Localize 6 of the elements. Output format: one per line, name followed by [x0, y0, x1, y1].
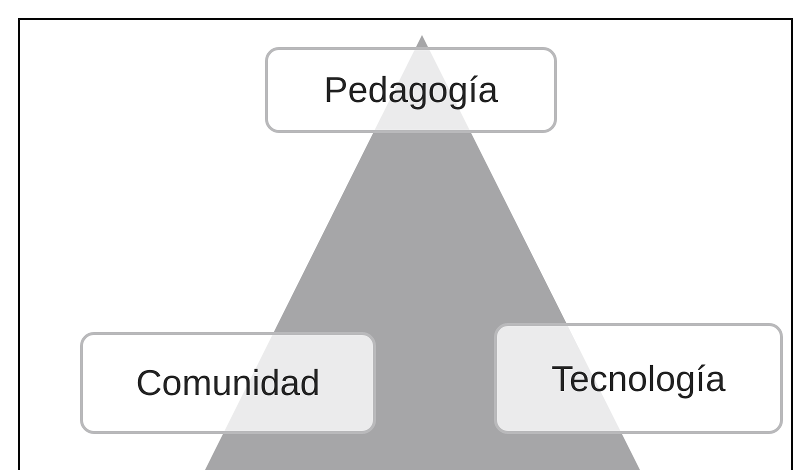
box-label: Pedagogía: [324, 69, 498, 111]
box-label: Tecnología: [551, 358, 726, 400]
rounded-box: [494, 323, 783, 434]
box-label: Comunidad: [136, 362, 320, 404]
rounded-box: [80, 332, 376, 434]
rounded-box: [265, 47, 557, 133]
